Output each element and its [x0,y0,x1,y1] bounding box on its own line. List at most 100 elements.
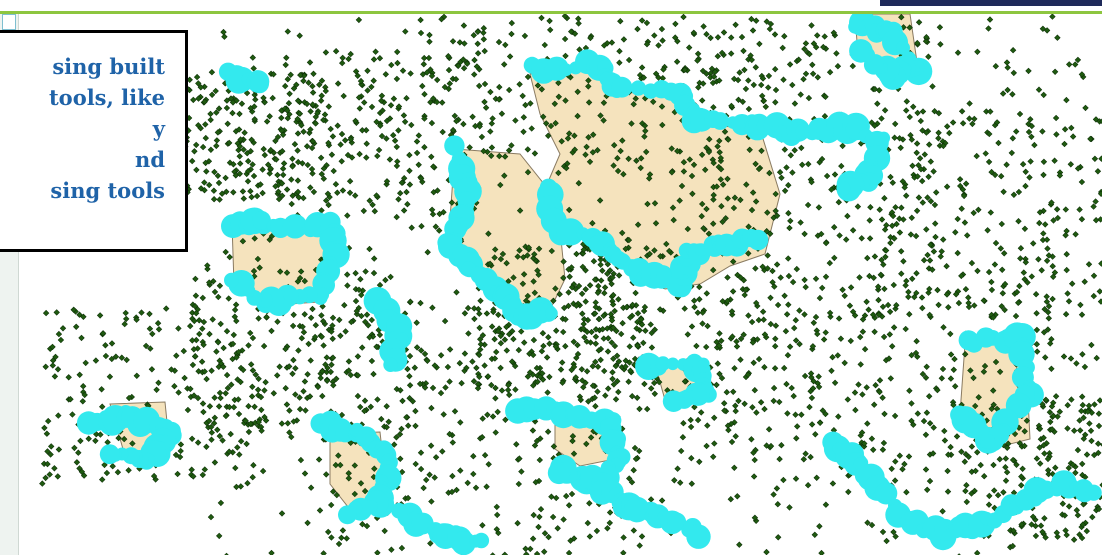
point-symbol [732,21,739,28]
point-symbol [1067,355,1075,362]
point-symbol [1074,446,1082,454]
point-symbol [55,412,62,419]
point-symbol [891,134,898,141]
point-symbol [646,250,653,258]
point-symbol [519,92,526,100]
point-symbol [1042,534,1049,541]
point-symbol [958,108,966,115]
point-symbol [914,109,921,117]
point-symbol [767,294,774,301]
point-symbol [342,137,349,144]
point-symbol [408,224,415,231]
point-symbol [231,306,239,314]
point-symbol [772,207,779,215]
point-symbol [743,181,750,188]
point-symbol [680,159,688,166]
point-symbol [123,356,130,364]
point-symbol [972,402,979,410]
point-symbol [789,81,796,89]
point-symbol [382,71,389,78]
point-symbol [919,108,927,115]
point-symbol [259,166,266,173]
point-symbol [992,239,1000,247]
point-symbol [881,195,888,202]
point-symbol [1043,293,1050,300]
point-symbol [599,267,606,274]
point-symbol [1072,61,1079,68]
point-symbol [449,472,456,480]
point-symbol [278,180,286,187]
point-symbol [740,47,747,55]
point-symbol [307,357,314,364]
point-symbol [201,466,208,473]
point-symbol [253,192,261,200]
point-symbol [658,497,666,504]
point-symbol [296,394,303,401]
point-symbol [737,356,744,363]
point-symbol [538,14,545,22]
point-symbol [586,500,593,507]
point-symbol [958,272,965,280]
point-symbol [962,351,969,358]
point-symbol [432,454,440,461]
point-symbol [651,379,658,387]
point-symbol [609,369,616,376]
point-symbol [229,109,236,117]
left-panel-tab[interactable] [2,14,16,30]
point-symbol [297,268,305,275]
point-symbol [398,425,405,433]
point-symbol [1060,353,1068,360]
point-symbol [801,311,808,318]
point-symbol [229,340,237,348]
point-symbol [212,87,219,95]
callout-line: sing tools [50,178,165,203]
point-symbol [964,232,971,239]
point-symbol [471,315,478,323]
point-symbol [276,363,283,370]
point-symbol [934,286,941,294]
point-symbol [518,468,525,475]
point-symbol [963,482,970,489]
point-symbol [922,466,930,473]
point-symbol [471,305,478,312]
map-canvas[interactable] [0,14,1102,555]
point-symbol [1062,311,1070,318]
point-symbol [73,323,80,330]
point-symbol [184,406,192,414]
point-symbol [361,397,369,404]
point-symbol [425,54,433,62]
point-symbol [751,514,759,521]
point-symbol [923,226,930,233]
point-symbol [580,320,587,328]
point-symbol [915,19,923,26]
point-symbol [192,353,199,360]
point-symbol [428,153,435,160]
point-symbol [41,424,48,432]
point-symbol [998,173,1005,180]
point-symbol [651,32,658,39]
point-symbol [356,105,363,112]
point-symbol [1069,280,1076,287]
point-symbol [237,378,244,386]
point-symbol [966,115,973,122]
point-symbol [397,190,404,197]
point-symbol [540,342,547,350]
buffer-blob [686,524,711,549]
point-symbol [705,148,713,156]
point-symbol [1081,278,1088,285]
point-symbol [868,119,875,126]
point-symbol [1048,199,1055,206]
point-symbol [781,33,788,40]
point-symbol [206,181,213,189]
point-symbol [1061,140,1068,148]
point-symbol [713,183,720,190]
point-symbol [471,56,478,64]
point-symbol [59,325,67,332]
point-symbol [207,146,215,153]
point-symbol [997,245,1004,252]
point-symbol [769,267,776,275]
point-symbol [1025,128,1033,136]
point-symbol [464,304,472,312]
point-symbol [802,70,810,77]
point-symbol [304,371,311,378]
